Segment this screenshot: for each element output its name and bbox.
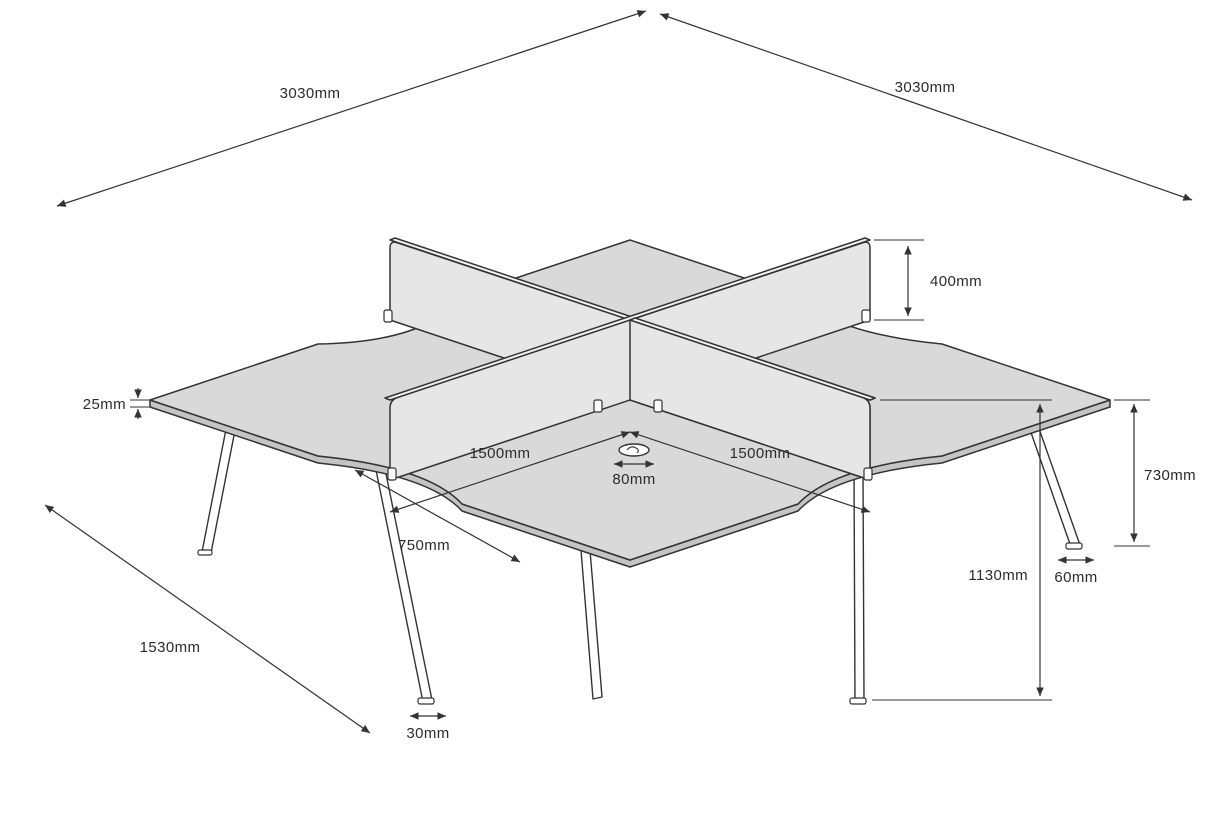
dim-label-desk-depth: 750mm xyxy=(398,537,450,554)
screen-clip xyxy=(383,309,393,323)
dim-label-worktop-thickness: 25mm xyxy=(83,396,126,413)
dimension-line xyxy=(354,469,521,563)
dim-foot-width: 60mm xyxy=(1054,556,1097,586)
dimension-line xyxy=(659,13,1193,201)
cable-port-grommet xyxy=(618,443,650,457)
dim-label-leg-width: 30mm xyxy=(406,725,449,742)
screen-a-front-arm-top xyxy=(629,317,876,401)
dim-label-overall-width-right: 3030mm xyxy=(895,79,956,96)
dim-overall-width-left: 3030mm xyxy=(56,10,647,207)
dim-label-desk-width: 1530mm xyxy=(140,639,201,656)
dim-desk-depth: 750mm xyxy=(354,469,521,563)
dim-label-overall-height: 1130mm xyxy=(968,567,1028,584)
leg-center-front xyxy=(580,549,603,700)
leg-left xyxy=(201,418,238,554)
screen-clip xyxy=(387,467,397,481)
leg-right xyxy=(1027,422,1081,548)
dimension-line xyxy=(56,10,647,207)
dim-label-desk-height: 730mm xyxy=(1144,467,1196,484)
leg-front-left xyxy=(375,468,433,703)
screen-clip xyxy=(861,309,871,323)
leg-front-right xyxy=(853,471,865,701)
dim-label-screen-run-left: 1500mm xyxy=(470,445,531,462)
screen-b-top xyxy=(384,237,871,401)
foot-pad-right xyxy=(1065,542,1083,550)
dim-label-foot-width: 60mm xyxy=(1054,569,1097,586)
foot-pad-front-left xyxy=(417,697,435,705)
foot-pad-left xyxy=(197,549,213,556)
dim-label-screen-height: 400mm xyxy=(930,273,982,290)
dim-worktop-thickness: 25mm xyxy=(83,388,152,419)
dimension-line xyxy=(44,504,371,734)
dim-desk-width: 1530mm xyxy=(44,504,371,734)
cable-port xyxy=(618,443,650,457)
dim-leg-width: 30mm xyxy=(406,712,449,742)
dim-screen-run-right: 1500mm xyxy=(629,431,871,513)
dim-overall-height: 1130mm xyxy=(872,399,1052,701)
dim-label-cable-port: 80mm xyxy=(612,471,655,488)
dim-desk-height: 730mm xyxy=(1114,399,1196,547)
foot-pad-front-right xyxy=(849,697,867,705)
dim-label-screen-run-right: 1500mm xyxy=(730,445,791,462)
dim-screen-height: 400mm xyxy=(874,239,982,321)
dim-cable-port: 80mm xyxy=(612,460,655,488)
dimension-line xyxy=(629,431,871,513)
screen-clip xyxy=(653,399,663,413)
screen-clip xyxy=(593,399,603,413)
screen-clip xyxy=(863,467,873,481)
dim-label-overall-width-left: 3030mm xyxy=(280,85,341,102)
dim-overall-width-right: 3030mm xyxy=(659,13,1193,201)
privacy-screens xyxy=(383,237,876,481)
